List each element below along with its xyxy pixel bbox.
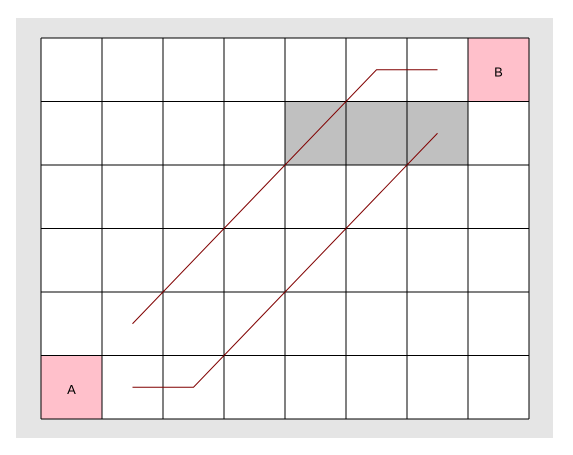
- grid-cell: [346, 292, 407, 356]
- grid-cell: [163, 38, 224, 102]
- lower-path: [132, 132, 438, 388]
- grid-cell: [346, 228, 407, 292]
- grid-cell: [102, 165, 163, 229]
- grid-cell: [468, 101, 529, 165]
- grid-cell: [41, 165, 102, 229]
- grid-cell: [102, 228, 163, 292]
- grid-cell: [468, 165, 529, 229]
- grid-cell: [41, 101, 102, 165]
- grid-cell: [224, 228, 285, 292]
- grid-cell: [285, 292, 346, 356]
- cells-layer: [41, 38, 529, 419]
- grid-cell: [163, 101, 224, 165]
- goal-label-b: B: [494, 64, 503, 79]
- grid-cell: [163, 165, 224, 229]
- grid-cell: [41, 38, 102, 102]
- grid-cell: [468, 228, 529, 292]
- start-cell: [41, 355, 102, 419]
- blocked-cell: [346, 101, 407, 165]
- grid-cell: [285, 165, 346, 229]
- grid-cell: [346, 355, 407, 419]
- labels-layer: A B: [67, 64, 503, 397]
- grid-cell: [102, 101, 163, 165]
- grid-cell: [407, 165, 468, 229]
- goal-cell: [468, 38, 529, 102]
- grid-cell: [224, 38, 285, 102]
- grid-cell: [41, 292, 102, 356]
- grid-cell: [163, 292, 224, 356]
- paths-layer: [132, 69, 438, 388]
- start-label-a: A: [67, 382, 76, 397]
- grid-cell: [285, 355, 346, 419]
- grid-cell: [285, 38, 346, 102]
- grid-cell: [468, 292, 529, 356]
- upper-path: [132, 69, 438, 325]
- grid-cell: [224, 355, 285, 419]
- grid-cell: [407, 292, 468, 356]
- grid-cell: [224, 101, 285, 165]
- grid-cell: [102, 38, 163, 102]
- grid-cell: [468, 355, 529, 419]
- grid-cell: [407, 228, 468, 292]
- grid-cell: [41, 228, 102, 292]
- grid-cell: [407, 355, 468, 419]
